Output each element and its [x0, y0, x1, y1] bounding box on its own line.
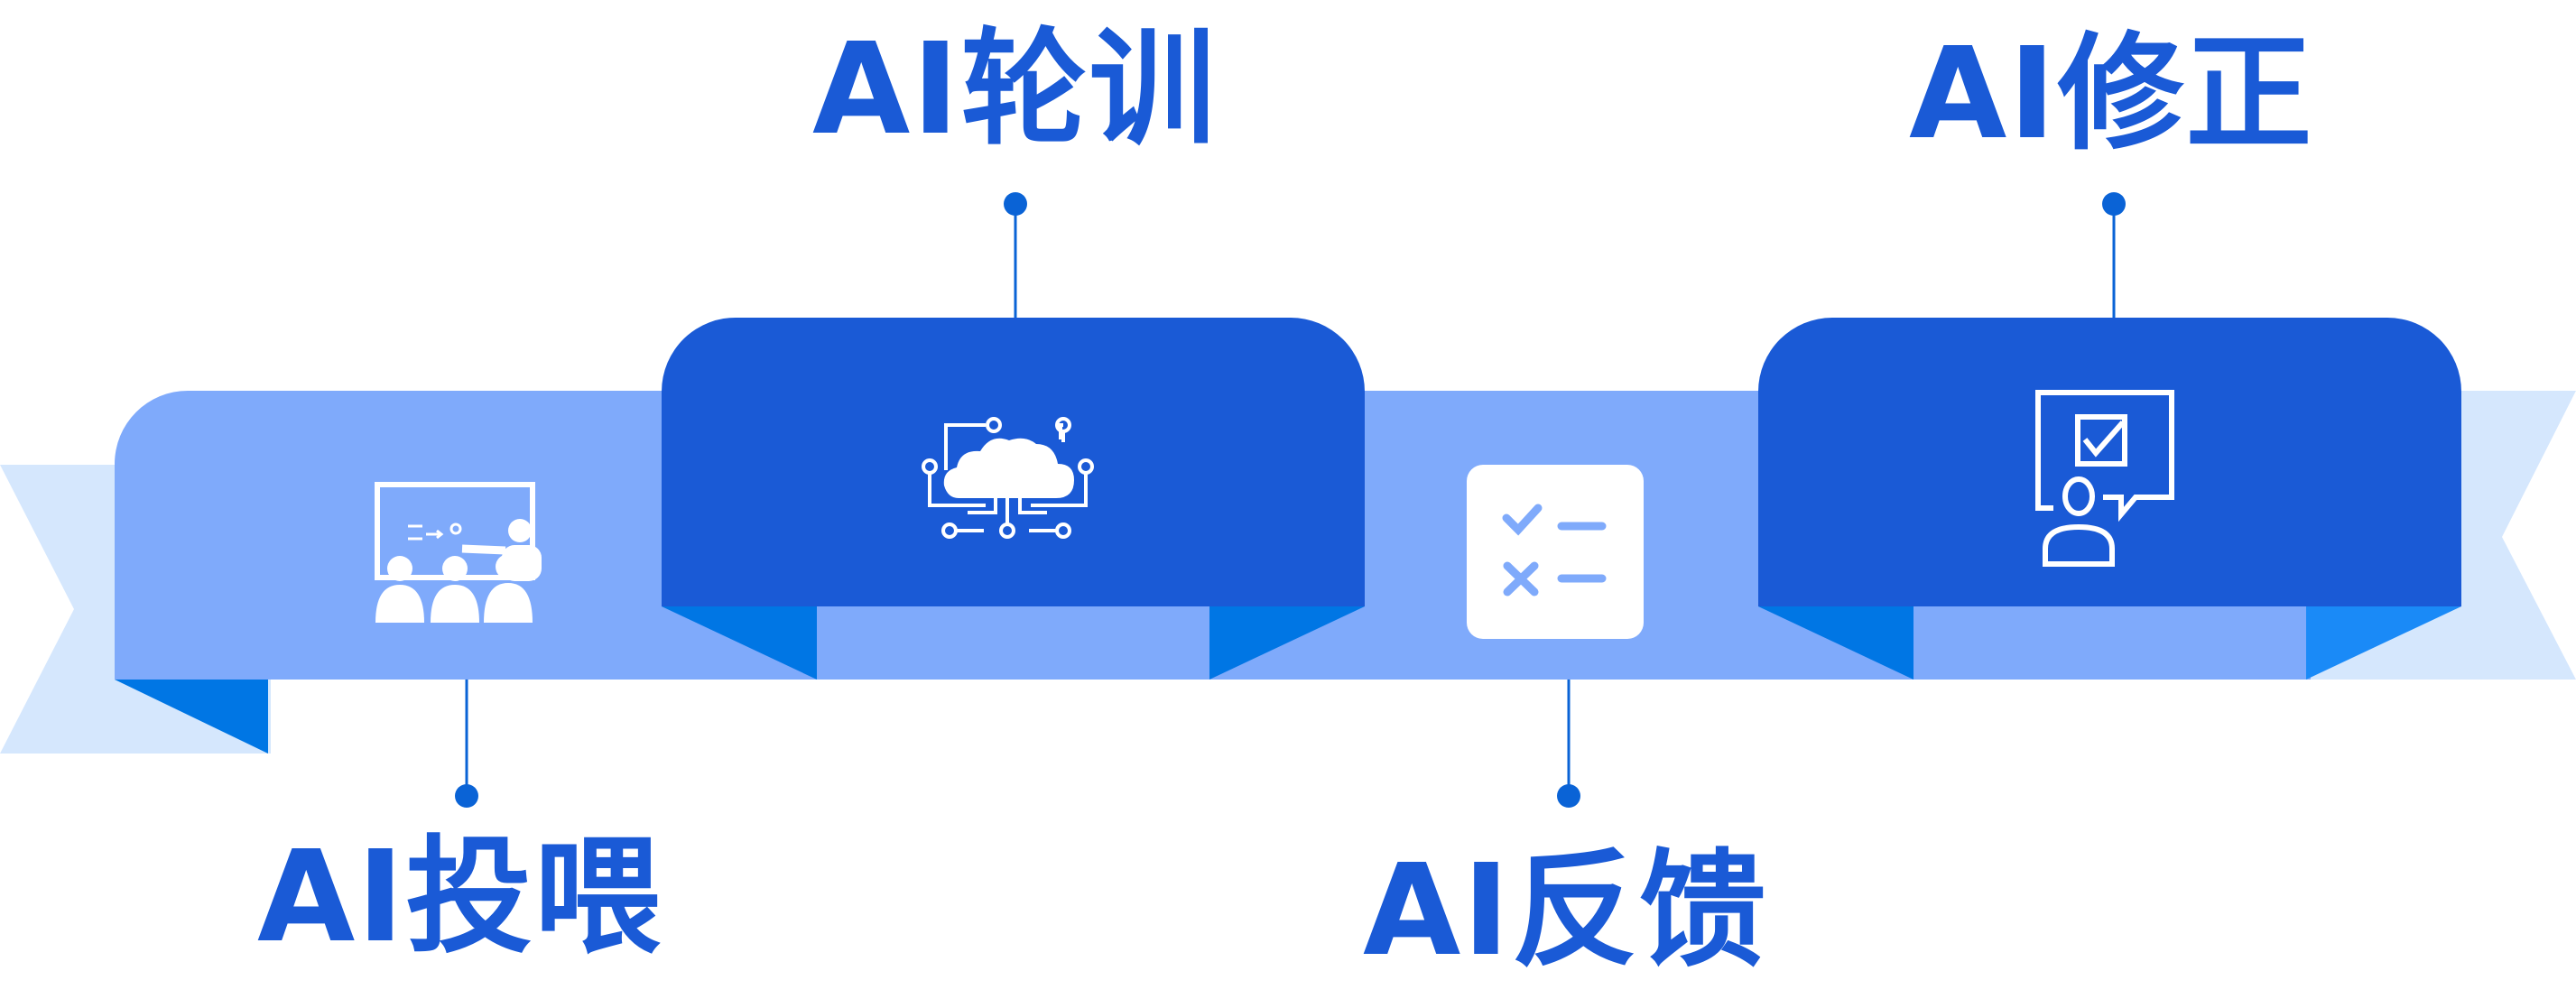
- checklist-icon: [1467, 465, 1644, 639]
- step-label-3: AI反馈: [1363, 837, 1768, 985]
- step-label-2: AI轮训: [812, 16, 1218, 163]
- ribbon-fold-4b: [2306, 606, 2461, 680]
- ribbon-fold-2a: [662, 606, 817, 680]
- step-label-4: AI修正: [1909, 21, 2314, 168]
- connector-3: [1557, 680, 1580, 808]
- connector-1: [455, 680, 478, 808]
- connector-2: [1004, 192, 1027, 318]
- connector-4: [2102, 192, 2126, 318]
- cloud-circuit-icon: [922, 417, 1094, 539]
- ribbon-fold-1: [115, 680, 268, 754]
- step-label-1: AI投喂: [257, 824, 663, 971]
- review-checkbox-person-icon: [2035, 390, 2174, 567]
- ribbon-fold-4a: [1758, 606, 1913, 680]
- ribbon-fold-2b: [1209, 606, 1365, 680]
- teaching-classroom-icon: [375, 482, 542, 623]
